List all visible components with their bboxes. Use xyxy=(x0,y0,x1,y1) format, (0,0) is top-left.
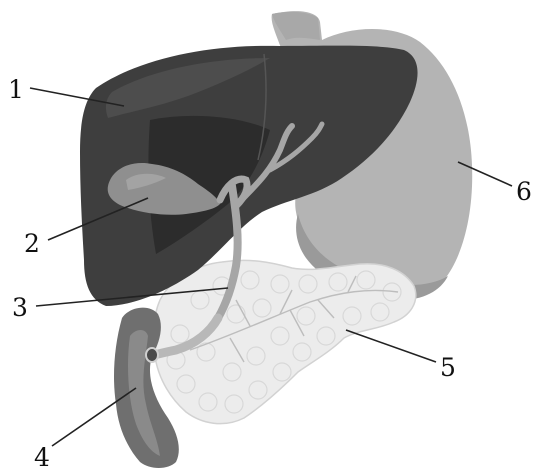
label-4: 4 xyxy=(34,443,50,470)
duodenal-papilla xyxy=(146,348,158,362)
label-5: 5 xyxy=(440,353,456,382)
leader-line-5 xyxy=(346,330,436,362)
label-6: 6 xyxy=(516,177,532,206)
label-1: 1 xyxy=(8,75,24,104)
label-3: 3 xyxy=(12,293,28,322)
label-2: 2 xyxy=(24,229,40,258)
